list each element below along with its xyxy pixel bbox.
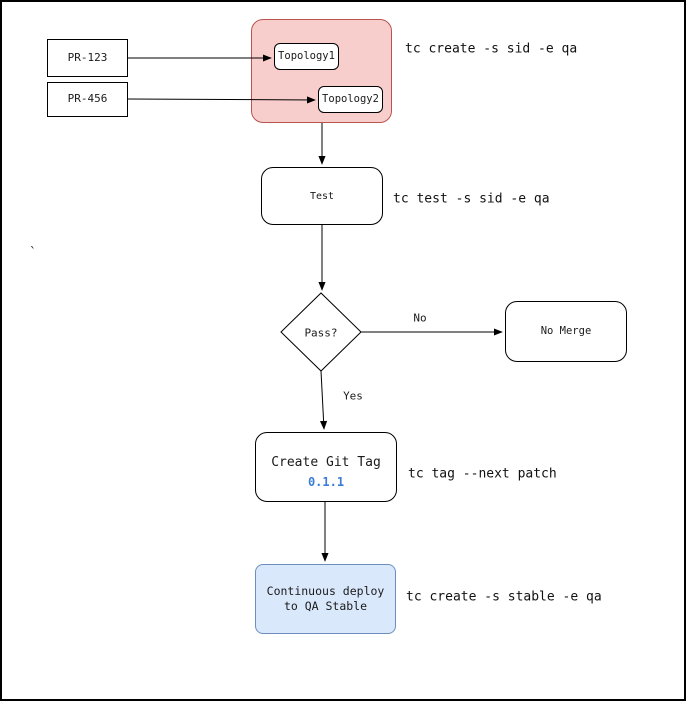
command-tc-test-sid: tc test -s sid -e qa xyxy=(393,191,550,207)
create-git-tag-label: Create Git Tag xyxy=(271,455,381,471)
command-tc-create-stable: tc create -s stable -e qa xyxy=(406,589,602,605)
node-pass-decision-label: Pass? xyxy=(304,326,338,340)
command-tc-create-sid: tc create -s sid -e qa xyxy=(405,41,578,57)
edge-pass-tag xyxy=(319,370,328,430)
stray-backtick-mark: ` xyxy=(29,246,37,261)
command-tc-tag-next-patch: tc tag --next patch xyxy=(408,466,557,482)
node-no-merge: No Merge xyxy=(505,301,627,362)
node-continuous-deploy: Continuous deploy to QA Stable xyxy=(255,564,396,634)
node-pr-123: PR-123 xyxy=(47,39,128,77)
node-test: Test xyxy=(261,167,383,225)
git-tag-version: 0.1.1 xyxy=(307,475,345,490)
node-pr-456: PR-456 xyxy=(47,82,128,117)
edge-label-no: No xyxy=(411,311,429,325)
node-topology1: Topology1 xyxy=(274,43,339,70)
edge-label-yes: Yes xyxy=(341,389,365,403)
node-topology2: Topology2 xyxy=(318,86,383,113)
node-create-git-tag: Create Git Tag 0.1.1 xyxy=(255,432,397,502)
